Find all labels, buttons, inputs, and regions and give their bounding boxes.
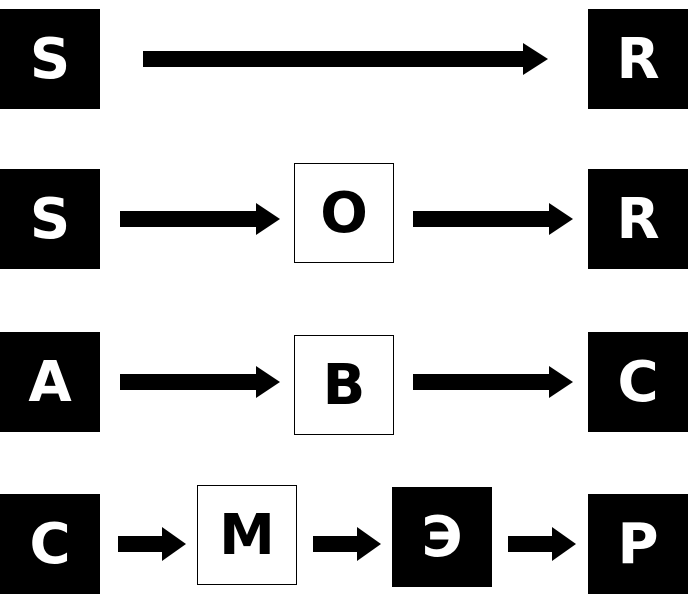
arrow-row3-2 (413, 366, 573, 398)
node-label: P (617, 511, 659, 577)
node-label: R (616, 186, 660, 252)
arrow-row4-1 (118, 527, 186, 561)
arrow-row2-2 (413, 203, 573, 235)
arrow-row2-1 (120, 203, 280, 235)
node-label: C (617, 349, 659, 415)
node-row3-3: C (588, 332, 688, 432)
node-label: R (616, 26, 660, 92)
node-row3-1: A (0, 332, 100, 432)
node-label: M (219, 502, 275, 568)
node-label: S (29, 26, 71, 92)
node-label: C (29, 511, 71, 577)
node-row2-3: R (588, 169, 688, 269)
node-label: O (320, 180, 368, 246)
arrow-row1-1 (143, 43, 548, 75)
arrow-row4-2 (313, 527, 381, 561)
node-label: A (28, 349, 72, 415)
node-row4-2: M (197, 485, 297, 585)
node-label: B (322, 352, 366, 418)
node-row4-4: P (588, 494, 688, 594)
node-row2-2: O (294, 163, 394, 263)
node-row3-2: B (294, 335, 394, 435)
node-row1-1: S (0, 9, 100, 109)
node-label: Э (421, 504, 463, 570)
node-row4-1: C (0, 494, 100, 594)
node-row4-3: Э (392, 487, 492, 587)
arrow-row4-3 (508, 527, 576, 561)
node-label: S (29, 186, 71, 252)
node-row2-1: S (0, 169, 100, 269)
arrow-row3-1 (120, 366, 280, 398)
node-row1-2: R (588, 9, 688, 109)
